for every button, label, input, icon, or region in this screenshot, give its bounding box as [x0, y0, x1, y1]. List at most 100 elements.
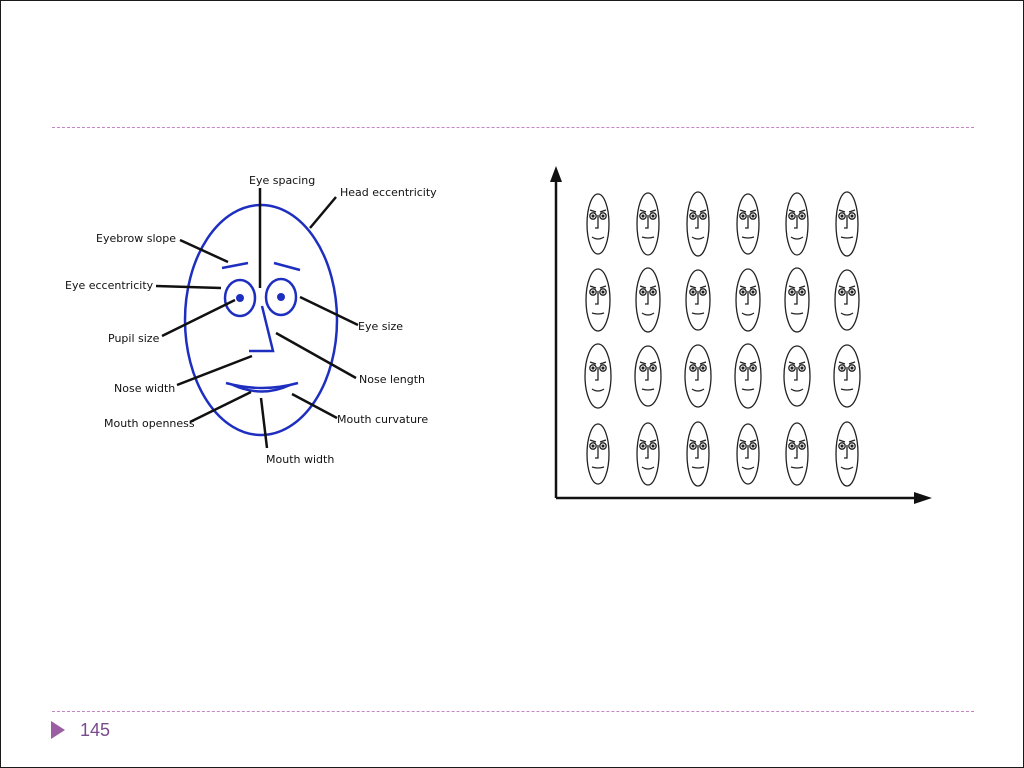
mini-face-pupil	[691, 444, 695, 448]
label-eye-size: Eye size	[358, 320, 403, 333]
left-eye	[223, 278, 257, 318]
mini-face-eye	[749, 364, 757, 372]
mini-face	[634, 345, 662, 407]
mini-face-pupil	[651, 290, 655, 294]
mini-face-eye	[599, 364, 607, 372]
mini-face-mouth	[741, 388, 755, 391]
mini-face-mouth	[741, 236, 755, 239]
mini-face-mouth	[790, 466, 804, 469]
bottom-divider	[52, 711, 974, 712]
mini-face-eyebrow	[848, 285, 856, 289]
nose-width-leader	[176, 354, 253, 387]
mouth-upper-lip	[225, 381, 299, 390]
mini-face-nose	[794, 367, 798, 381]
mini-face-outline	[684, 344, 712, 408]
mini-face	[586, 193, 610, 255]
mini-face-eyebrow	[798, 361, 806, 365]
mini-face-eye	[589, 442, 597, 450]
mini-face-pupil	[701, 444, 705, 448]
nose	[249, 305, 275, 353]
mini-face-eyebrow	[649, 285, 657, 289]
mini-face	[784, 267, 810, 333]
mini-face-mouth	[641, 466, 655, 470]
mini-face-outline	[586, 423, 610, 485]
label-eye-spacing: Eye spacing	[249, 174, 315, 187]
mini-face-eyebrow	[589, 439, 597, 443]
mini-face-eyebrow	[788, 285, 796, 289]
mini-face	[686, 191, 710, 257]
mini-face-eyebrow	[749, 361, 757, 365]
head-eccentricity-leader	[309, 196, 337, 229]
mini-face-eyebrow	[649, 361, 657, 365]
mini-face-eye	[798, 364, 806, 372]
mini-face-eye	[848, 364, 856, 372]
mini-face-eyebrow	[699, 285, 707, 289]
right-eye	[264, 277, 298, 317]
annotated-face	[183, 203, 339, 437]
mini-face-eyebrow	[838, 209, 846, 213]
mini-face-pupil	[800, 290, 804, 294]
mini-face	[833, 344, 861, 408]
mini-face-outline	[636, 422, 660, 486]
left-eyebrow	[221, 261, 249, 270]
mini-face-eyebrow	[639, 361, 647, 365]
mini-face-nose	[695, 367, 699, 381]
mini-face-nose	[645, 215, 649, 229]
mini-face-eye	[699, 364, 707, 372]
mini-face-eye	[649, 364, 657, 372]
mini-face-outline	[735, 268, 761, 332]
mini-face-outline	[736, 423, 760, 485]
mini-face-eyebrow	[749, 285, 757, 289]
mini-face-eyebrow	[788, 439, 796, 443]
mini-face-pupil	[840, 444, 844, 448]
mini-face-eye	[739, 288, 747, 296]
mini-face-eye	[838, 364, 846, 372]
mini-face-eyebrow	[788, 361, 796, 365]
mini-face-eye	[599, 442, 607, 450]
page-number: 145	[80, 720, 111, 740]
mini-face-eye	[798, 442, 806, 450]
mini-face	[685, 269, 711, 331]
mini-face-nose	[595, 445, 599, 459]
mini-face-pupil	[800, 214, 804, 218]
mini-face-mouth	[741, 466, 755, 470]
mini-face-pupil	[850, 444, 854, 448]
mini-face-pupil	[691, 290, 695, 294]
mini-face-outline	[785, 422, 809, 486]
mini-face-outline	[686, 421, 710, 487]
eye-size-leader	[299, 295, 359, 327]
mini-face-mouth	[591, 466, 605, 469]
mouth-lower-lip	[232, 383, 291, 393]
mini-face-mouth	[790, 388, 804, 392]
mini-face-outline	[833, 344, 861, 408]
mini-face-eyebrow	[589, 209, 597, 213]
mini-face-eye	[699, 288, 707, 296]
mini-face-pupil	[850, 290, 854, 294]
mini-face-eye	[798, 288, 806, 296]
mini-face-pupil	[701, 366, 705, 370]
mini-face-eyebrow	[749, 439, 757, 443]
mini-face-outline	[584, 343, 612, 409]
mini-face-mouth	[840, 466, 854, 470]
mini-face-eye	[639, 442, 647, 450]
mini-face-eye	[739, 364, 747, 372]
mini-face-eye	[599, 212, 607, 220]
mini-face-pupil	[800, 444, 804, 448]
nose-length-leader	[275, 331, 357, 380]
mini-face	[736, 193, 760, 255]
label-nose-length: Nose length	[359, 373, 425, 386]
mini-face-nose	[595, 215, 599, 229]
mini-face-eye	[749, 442, 757, 450]
mini-face-nose	[844, 215, 848, 229]
mini-face-pupil	[691, 214, 695, 218]
mini-face-outline	[785, 192, 809, 256]
mini-face-eye	[689, 442, 697, 450]
mini-face-mouth	[591, 388, 605, 392]
mini-face-outline	[585, 268, 611, 332]
x-axis-arrow-icon	[914, 492, 932, 504]
mini-face-mouth	[840, 312, 854, 316]
mini-face-outline	[736, 193, 760, 255]
mini-face-eyebrow	[739, 361, 747, 365]
mini-face-eyebrow	[788, 209, 796, 213]
mini-face-outline	[784, 267, 810, 333]
